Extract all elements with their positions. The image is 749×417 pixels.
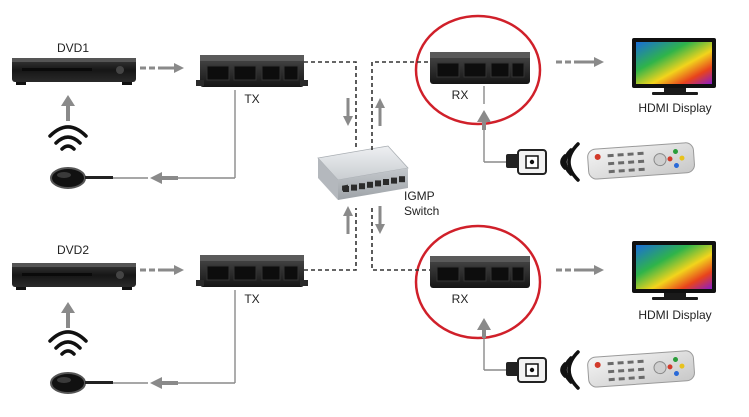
rx1-label: RX — [451, 88, 469, 102]
highlight-ring — [414, 224, 542, 340]
ir-signal-3 — [560, 142, 580, 182]
arrow-left — [112, 90, 236, 184]
arrow-right — [556, 57, 604, 67]
tx2-label: TX — [244, 292, 260, 306]
tx1-to-switch-link — [304, 61, 357, 150]
ir-signal-icon — [560, 350, 580, 390]
ir-emitter-icon — [50, 372, 113, 394]
ir-signal-4 — [560, 350, 580, 390]
transmitter-2 — [196, 255, 308, 287]
dvd2-label: DVD2 — [56, 243, 90, 257]
hdmi-display-1 — [632, 38, 716, 95]
ir-signal-2 — [48, 330, 88, 356]
ir-signal-icon — [48, 125, 88, 151]
remote-control-2 — [587, 350, 695, 388]
tx1-label: TX — [244, 92, 260, 106]
dvd-player-2 — [12, 263, 136, 290]
dvd-player-icon — [12, 58, 136, 85]
remote-control-1 — [587, 142, 695, 180]
switch-label-line2: Switch — [404, 204, 440, 218]
ir-signal-icon — [560, 142, 580, 182]
remote-control-icon — [587, 350, 695, 388]
dvd1-label: DVD1 — [56, 41, 90, 55]
ir-receiver-1 — [506, 149, 547, 175]
switch-label-line1: IGMP — [404, 189, 435, 203]
arrow-up — [61, 302, 75, 328]
ir-signal-1 — [48, 125, 88, 151]
arrow-right — [140, 63, 184, 73]
arrow-right — [556, 265, 604, 275]
arrow-right — [140, 265, 184, 275]
transmitter-1 — [196, 55, 308, 87]
highlight-ring — [414, 14, 542, 126]
arrow-left — [112, 290, 236, 389]
switch-to-rx2-link — [371, 208, 430, 271]
network-switch-icon — [317, 145, 409, 200]
ir-receiver-2 — [506, 357, 547, 383]
arrow-up — [61, 95, 75, 121]
ir-receiver-icon — [506, 357, 547, 383]
display2-label: HDMI Display — [638, 308, 712, 322]
transmitter-icon — [196, 55, 308, 87]
receiver-icon — [430, 52, 530, 84]
arrow-down — [375, 206, 385, 234]
arrow-up — [343, 206, 353, 234]
arrow-up — [477, 86, 508, 163]
arrow-down — [343, 98, 353, 126]
rx2-label: RX — [451, 292, 469, 306]
receiver-icon — [430, 256, 530, 288]
arrow-up — [375, 98, 385, 126]
network-links — [304, 61, 430, 271]
dvd-player-icon — [12, 263, 136, 290]
tx2-to-switch-link — [304, 208, 357, 271]
dvd-player-1 — [12, 58, 136, 85]
arrow-up — [477, 318, 508, 371]
hdmi-display-icon — [632, 38, 716, 95]
receiver-2 — [414, 224, 542, 340]
igmp-switch — [317, 145, 409, 200]
ir-emitter-icon — [50, 167, 113, 189]
hdmi-display-icon — [632, 241, 716, 300]
ir-receiver-icon — [506, 149, 547, 175]
display1-label: HDMI Display — [638, 101, 712, 115]
ir-emitter-1 — [50, 167, 113, 189]
signal-arrows — [61, 57, 604, 389]
switch-to-rx1-link — [371, 61, 430, 150]
transmitter-icon — [196, 255, 308, 287]
ir-signal-icon — [48, 330, 88, 356]
remote-control-icon — [587, 142, 695, 180]
ir-emitter-2 — [50, 372, 113, 394]
hdmi-display-2 — [632, 241, 716, 300]
receiver-1 — [414, 14, 542, 126]
